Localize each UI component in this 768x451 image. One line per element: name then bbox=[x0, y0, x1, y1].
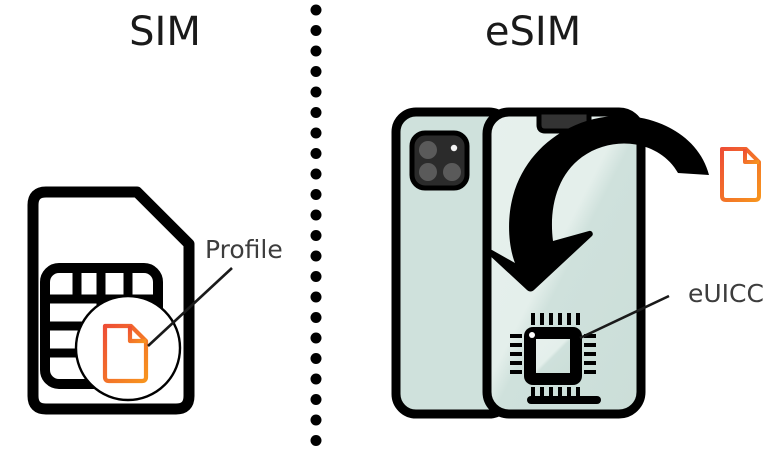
document-icon bbox=[102, 323, 149, 384]
chip-icon bbox=[510, 313, 596, 399]
phone-back-icon bbox=[391, 107, 514, 419]
panel-title-sim: SIM bbox=[129, 9, 201, 55]
profile-leader-line bbox=[147, 267, 233, 347]
panel-title-esim: eSIM bbox=[485, 9, 581, 55]
camera-module-icon bbox=[409, 130, 470, 191]
dotted-divider bbox=[310, 4, 322, 446]
home-indicator bbox=[527, 396, 601, 404]
profile-label: Profile bbox=[205, 235, 283, 264]
euicc-leader-line bbox=[579, 294, 670, 340]
curved-down-arrow-icon bbox=[487, 115, 709, 292]
euicc-label: eUICC bbox=[688, 279, 764, 308]
document-icon bbox=[720, 147, 761, 202]
